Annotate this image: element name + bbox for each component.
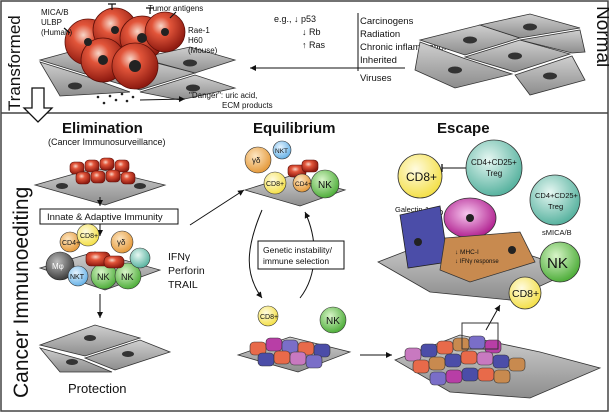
elim-cd4-label: CD4+ [62, 240, 80, 247]
escape-cd8-label: CD8+ [512, 288, 539, 300]
innate-adaptive-box [39, 208, 179, 225]
p53-label: e.g., ↓ p53 [274, 14, 316, 24]
danger-particles [96, 92, 135, 105]
elim-mf-label: Mφ [52, 262, 64, 271]
equil-cd8-label: CD8+ [266, 181, 284, 188]
mouse-label: (Mouse) [188, 46, 218, 55]
normal-label: Normal [592, 6, 609, 67]
elim-nk1-label: NK [97, 272, 110, 282]
elim-cd8-label: CD8+ [80, 233, 98, 240]
normal-tissue [414, 13, 586, 96]
escape-cd8-big-cell [397, 153, 443, 199]
equil-nk-cell-bottom [319, 306, 347, 334]
equilibrium-title: Equilibrium [253, 120, 336, 137]
h60-label: H60 [188, 36, 203, 45]
equil-nk-label: NK [318, 180, 332, 191]
transformed-label: Transformed [5, 15, 24, 111]
equil-nkt-label: NKT [275, 148, 288, 155]
escape-treg2-label: CD4+CD25+ [535, 191, 579, 200]
equil-nkb-label: NK [326, 316, 340, 327]
genetic-instability-line2: immune selection [263, 256, 329, 266]
tumor-cell-cluster [64, 7, 186, 90]
ras-label: ↑ Ras [302, 40, 326, 50]
escape-cd8-big-label: CD8+ [406, 170, 437, 184]
equil-cd4-label: CD4+ [295, 181, 312, 188]
cause-chronic-inflammation: Chronic inflammation [360, 42, 449, 53]
ifn-response-label: ↓ IFNγ response [455, 259, 499, 265]
immunoediting-label: Cancer Immunoediting [10, 187, 33, 398]
ecm-label: ECM products [222, 101, 273, 110]
equilibrium-cluster [243, 140, 347, 207]
escape-nk-label: NK [547, 255, 568, 272]
cause-inherited: Inherited [360, 55, 397, 66]
escape-treg-1 [465, 139, 523, 197]
human-label: (Human) [41, 28, 72, 37]
elim-gd-label: γδ [117, 238, 126, 247]
equil-cd8-cell-bottom [257, 305, 279, 327]
rb-label: ↓ Rb [302, 27, 321, 37]
escape-cd8-cell [508, 276, 542, 310]
effector-trail: TRAIL [168, 279, 198, 291]
galectin-label: Galectin-1 [395, 205, 429, 214]
escape-treg-2 [529, 174, 581, 226]
protection-tissue [38, 324, 172, 373]
genetic-instability-box [257, 240, 345, 270]
danger-arrow [139, 96, 186, 103]
equilibrium-tumor-tissue [236, 336, 352, 373]
escape-treg1b-label: Treg [486, 169, 502, 178]
elimination-subtitle: (Cancer Immunosurveillance) [48, 137, 166, 147]
innate-adaptive-label: Innate & Adaptive Immunity [47, 212, 163, 223]
smica-label: sMICA/B [542, 228, 572, 237]
escape-bottom-tissue [394, 322, 602, 399]
elimination-title: Elimination [62, 120, 143, 137]
escape-title: Escape [437, 120, 490, 137]
equil-cd8b-label: CD8+ [260, 314, 278, 321]
cause-carcinogens: Carcinogens [360, 16, 414, 27]
tumor-antigen-receptors [63, 3, 177, 34]
equil-cycle-arrow-left [248, 209, 263, 299]
elimination-immune-cluster [38, 223, 162, 291]
escape-treg1-label: CD4+CD25+ [471, 158, 517, 167]
rae1-label: Rae-1 [188, 26, 210, 35]
cause-viruses: Viruses [360, 73, 392, 84]
ulbp-label: ULBP [41, 18, 62, 27]
danger-label: "Danger": uric acid, [189, 91, 257, 100]
elim-nkt-label: NKT [70, 274, 85, 281]
elim-to-equil-arrow [189, 189, 245, 226]
genetic-instability-line1: Genetic instability/ [263, 245, 333, 255]
tumor-antigens-label: Tumor antigens [148, 4, 203, 13]
escape-tumor-mass [377, 197, 577, 301]
protection-label: Protection [68, 381, 127, 396]
effector-ifng: IFNγ [168, 251, 191, 263]
downward-arrow [22, 87, 54, 123]
effector-perforin: Perforin [168, 265, 205, 277]
elim-nk2-label: NK [121, 272, 134, 282]
elimination-tumor-cluster [69, 157, 136, 185]
escape-up-arrow [485, 304, 501, 331]
cause-radiation: Radiation [360, 29, 400, 40]
equil-gd-label: γδ [252, 156, 261, 165]
micab-label: MICA/B [41, 8, 69, 17]
escape-treg2b-label: Treg [548, 202, 563, 211]
mhc-label: ↓ MHC-I [455, 249, 479, 256]
escape-nk-cell [539, 241, 581, 283]
